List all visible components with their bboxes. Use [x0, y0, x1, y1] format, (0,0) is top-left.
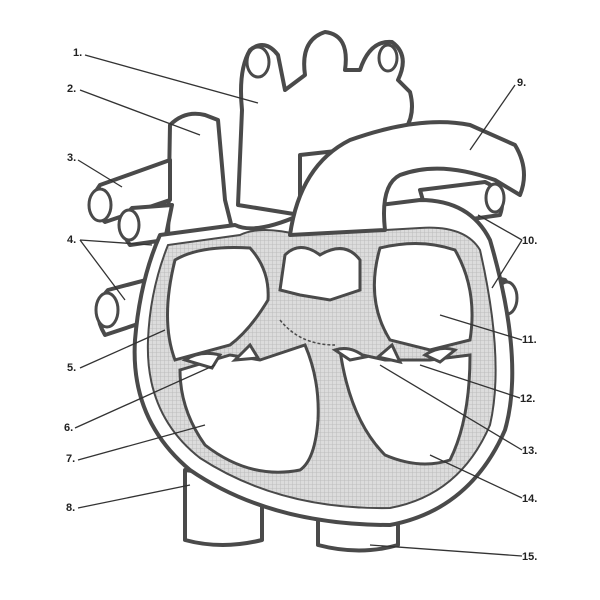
label-5: 5.: [67, 362, 76, 374]
right-atrium: [166, 246, 270, 362]
left-atrium-chamber: [372, 241, 474, 352]
label-1: 1.: [73, 47, 82, 59]
aortic-branch-opening: [245, 45, 271, 79]
tricuspid-valve: [181, 342, 261, 370]
label-15: 15.: [522, 551, 537, 563]
label-9: 9.: [517, 77, 526, 89]
aortic-branch-opening: [377, 43, 399, 73]
mitral-valve: [331, 342, 459, 365]
vein-opening: [94, 291, 120, 329]
label-12: 12.: [520, 393, 535, 405]
label-7: 7.: [66, 453, 75, 465]
pulmonary-artery: [288, 120, 526, 237]
vein-opening: [117, 208, 141, 242]
vein-opening: [484, 182, 506, 214]
label-11: 11.: [522, 334, 537, 346]
label-14: 14.: [522, 493, 537, 505]
label-4: 4.: [67, 234, 76, 246]
label-10: 10.: [522, 235, 537, 247]
label-2: 2.: [67, 83, 76, 95]
left-atrium: [278, 246, 362, 302]
right-ventricle: [178, 343, 320, 474]
left-ventricle: [338, 348, 472, 466]
hidden-valve-outline: [279, 319, 336, 346]
label-6: 6.: [64, 422, 73, 434]
label-3: 3.: [67, 152, 76, 164]
superior-vena-cava: [166, 111, 237, 242]
label-8: 8.: [66, 502, 75, 514]
vein-opening: [87, 187, 113, 223]
label-13: 13.: [522, 445, 537, 457]
leader-lines: [74, 54, 523, 557]
